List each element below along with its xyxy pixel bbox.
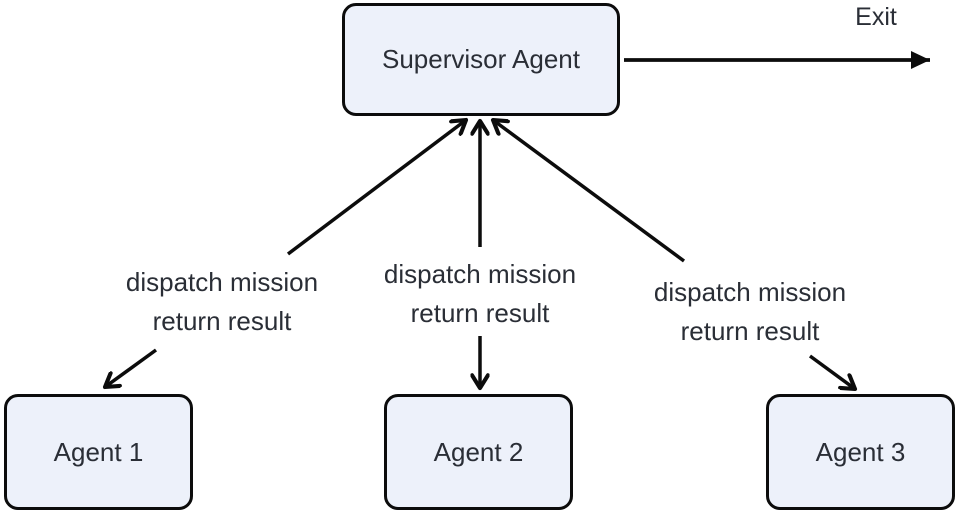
agent-3-label: Agent 3 [815, 436, 906, 467]
edge-agent3-to-supervisor [493, 120, 686, 263]
edge-label-agent2-line1: dispatch mission [383, 259, 577, 289]
edge-label-agent1-line2: return result [152, 306, 292, 336]
agent-1-label: Agent 1 [53, 436, 144, 467]
agent-3-node: Agent 3 [766, 394, 955, 510]
agent-2-label: Agent 2 [433, 436, 524, 467]
edge-supervisor-to-agent3 [808, 354, 855, 389]
edge-supervisor-to-agent1 [105, 348, 158, 387]
edge-label-agent1: dispatch mission return result [102, 263, 342, 341]
agent-1-node: Agent 1 [4, 394, 193, 510]
edge-label-agent2-line2: return result [410, 298, 550, 328]
exit-edge-label: Exit [855, 3, 897, 31]
supervisor-agent-node: Supervisor Agent [342, 3, 620, 116]
agent-2-node: Agent 2 [384, 394, 573, 510]
edge-label-agent1-line1: dispatch mission [125, 267, 319, 297]
edge-agent1-to-supervisor [286, 120, 466, 256]
edge-label-agent2: dispatch mission return result [360, 255, 600, 333]
edge-label-agent3: dispatch mission return result [630, 273, 870, 351]
edge-label-agent3-line1: dispatch mission [653, 277, 847, 307]
edge-label-agent3-line2: return result [680, 316, 820, 346]
supervisor-agent-label: Supervisor Agent [381, 44, 580, 74]
